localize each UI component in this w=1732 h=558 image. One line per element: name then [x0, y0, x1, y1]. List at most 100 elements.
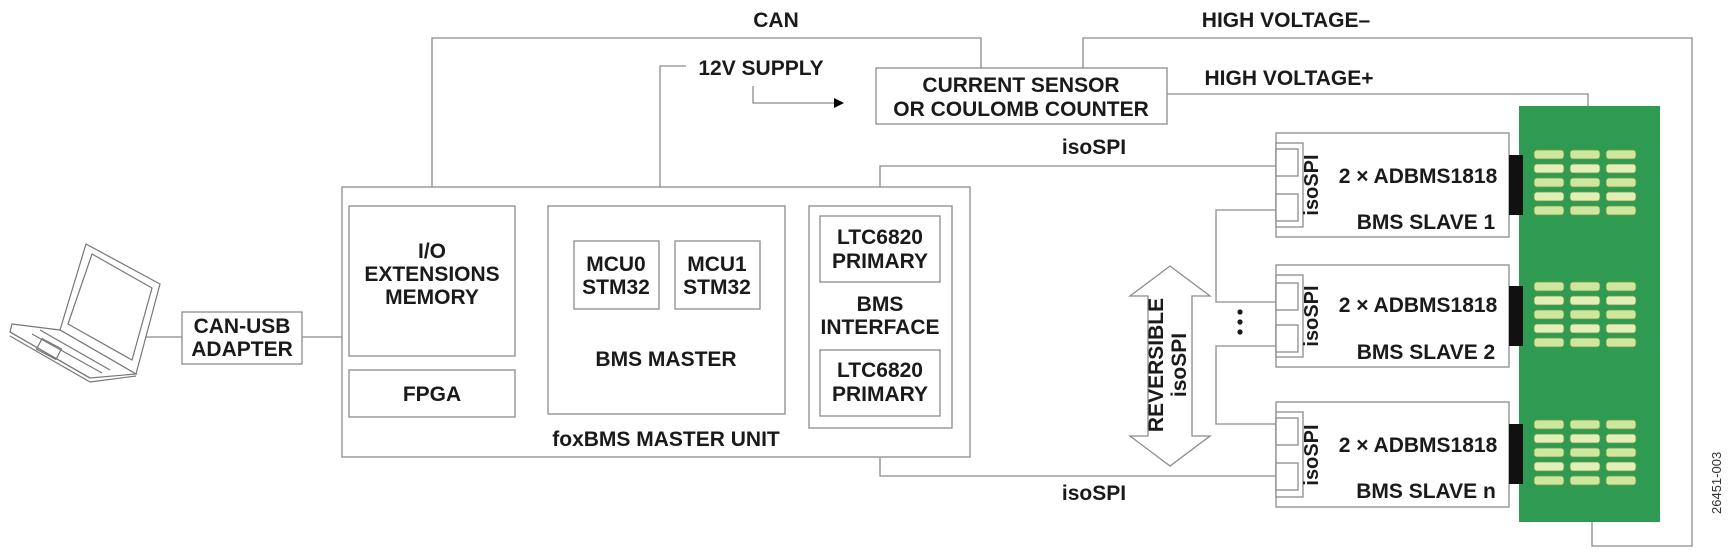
slave-n-chip-label: 2 × ADBMS1818: [1339, 434, 1498, 457]
bms-master-block: [547, 205, 786, 415]
battery-cell: [1533, 191, 1565, 202]
mcu1-block: [674, 240, 761, 310]
bms-slave-1: isoSPI 2 × ADBMS1818 BMS SLAVE 1: [1275, 132, 1510, 238]
battery-cell: [1605, 295, 1637, 306]
mcu1-label-1: MCU1: [687, 253, 747, 276]
foxbms-master-unit: I/O EXTENSIONS MEMORY FPGA MCU0 STM32 MC…: [341, 186, 971, 458]
reversible-label-2: isoSPI: [1168, 333, 1191, 397]
battery-cell: [1533, 475, 1565, 486]
battery-cell: [1605, 419, 1637, 430]
ltc-bottom-label-1: LTC6820: [837, 359, 923, 382]
battery-cell: [1605, 177, 1637, 188]
battery-cell: [1569, 461, 1601, 472]
ltc-bottom-label-2: PRIMARY: [832, 383, 928, 406]
battery-cell: [1569, 191, 1601, 202]
can-bus-line: [431, 37, 982, 206]
current-sensor-label-2: OR COULOMB COUNTER: [893, 98, 1149, 121]
battery-cell: [1605, 337, 1637, 348]
high-voltage-plus-label: HIGH VOLTAGE+: [1205, 67, 1374, 90]
laptop-icon: [9, 243, 161, 383]
battery-cell: [1605, 163, 1637, 174]
can-usb-label-1: CAN-USB: [194, 315, 291, 338]
battery-cell: [1533, 461, 1565, 472]
battery-cell: [1533, 205, 1565, 216]
battery-cell: [1605, 433, 1637, 444]
supply-to-master-arrow: [655, 65, 686, 201]
isospi-bottom-label: isoSPI: [1062, 482, 1126, 505]
battery-cell: [1533, 419, 1565, 430]
mcu0-label-2: STM32: [582, 276, 650, 299]
connector-2: [1509, 286, 1523, 346]
battery-cell: [1605, 205, 1637, 216]
mcu0-label-1: MCU0: [586, 253, 646, 276]
current-sensor-block: CURRENT SENSOR OR COULOMB COUNTER: [875, 67, 1168, 125]
battery-cell: [1569, 337, 1601, 348]
high-voltage-minus-line: [1082, 37, 1693, 547]
battery-cell: [1533, 149, 1565, 160]
slave-2-chip-label: 2 × ADBMS1818: [1339, 294, 1498, 317]
daisy-chain-1-2: [1215, 209, 1276, 303]
battery-cell: [1605, 475, 1637, 486]
can-label: CAN: [753, 9, 799, 32]
io-label-3: MEMORY: [385, 286, 479, 309]
battery-cell: [1569, 295, 1601, 306]
slave-n-name-label: BMS SLAVE n: [1356, 480, 1496, 503]
reversible-label-1: REVERSIBLE: [1145, 298, 1168, 432]
supply-to-sensor-arrow: [752, 86, 844, 108]
ellipsis-dots: [1237, 309, 1243, 335]
battery-cell: [1605, 309, 1637, 320]
slave-2-port-label: isoSPI: [1301, 285, 1323, 346]
slave-1-port-label: isoSPI: [1301, 154, 1323, 215]
daisy-chain-2-n: [1215, 345, 1276, 425]
bms-master-label: BMS MASTER: [595, 348, 736, 371]
bms-slave-2: isoSPI 2 × ADBMS1818 BMS SLAVE 2: [1275, 264, 1510, 368]
battery-cell: [1569, 419, 1601, 430]
high-voltage-minus-label: HIGH VOLTAGE–: [1202, 9, 1371, 32]
battery-cell: [1533, 177, 1565, 188]
ltc-top-label-2: PRIMARY: [832, 250, 928, 273]
battery-cell: [1569, 163, 1601, 174]
battery-cell: [1605, 323, 1637, 334]
ltc6820-bottom-block: [819, 349, 941, 417]
battery-cell: [1569, 309, 1601, 320]
battery-cell: [1605, 149, 1637, 160]
battery-cell: [1569, 149, 1601, 160]
figure-id: 26451-003: [1709, 452, 1724, 514]
connector-n: [1509, 424, 1523, 484]
bms-interface-label-2: INTERFACE: [820, 316, 939, 339]
slave-n-port-label: isoSPI: [1301, 424, 1323, 485]
battery-cell: [1533, 295, 1565, 306]
battery-cell: [1569, 447, 1601, 458]
battery-cells: [1533, 149, 1637, 486]
battery-pack-board: [1509, 106, 1660, 522]
mcu0-block: [573, 240, 660, 310]
foxbms-master-unit-label: foxBMS MASTER UNIT: [552, 428, 780, 451]
slave-2-name-label: BMS SLAVE 2: [1357, 341, 1495, 364]
io-label-1: I/O: [418, 240, 446, 263]
isospi-top-label: isoSPI: [1062, 136, 1126, 159]
battery-cell: [1569, 177, 1601, 188]
battery-cell: [1569, 475, 1601, 486]
battery-cell: [1533, 281, 1565, 292]
battery-cell: [1533, 309, 1565, 320]
io-extensions-block: [348, 205, 516, 357]
battery-cell: [1569, 433, 1601, 444]
battery-cell: [1605, 281, 1637, 292]
slave-1-chip-label: 2 × ADBMS1818: [1339, 165, 1498, 188]
battery-cell: [1569, 205, 1601, 216]
battery-cell: [1605, 191, 1637, 202]
battery-cell: [1569, 323, 1601, 334]
high-voltage-plus-line: [1167, 93, 1589, 106]
connector-1: [1509, 155, 1523, 215]
battery-cell: [1533, 337, 1565, 348]
battery-cell: [1533, 323, 1565, 334]
can-usb-label-2: ADAPTER: [191, 338, 293, 361]
bms-interface-label-1: BMS: [857, 293, 904, 316]
supply-12v-label: 12V SUPPLY: [698, 57, 823, 80]
ltc-top-label-1: LTC6820: [837, 226, 923, 249]
reversible-isospi-arrow: REVERSIBLE isoSPI: [1128, 265, 1212, 467]
io-label-2: EXTENSIONS: [364, 263, 499, 286]
can-usb-adapter-block: CAN-USB ADAPTER: [181, 311, 303, 365]
bms-slave-n: isoSPI 2 × ADBMS1818 BMS SLAVE n: [1275, 401, 1510, 508]
current-sensor-label-1: CURRENT SENSOR: [922, 74, 1119, 97]
